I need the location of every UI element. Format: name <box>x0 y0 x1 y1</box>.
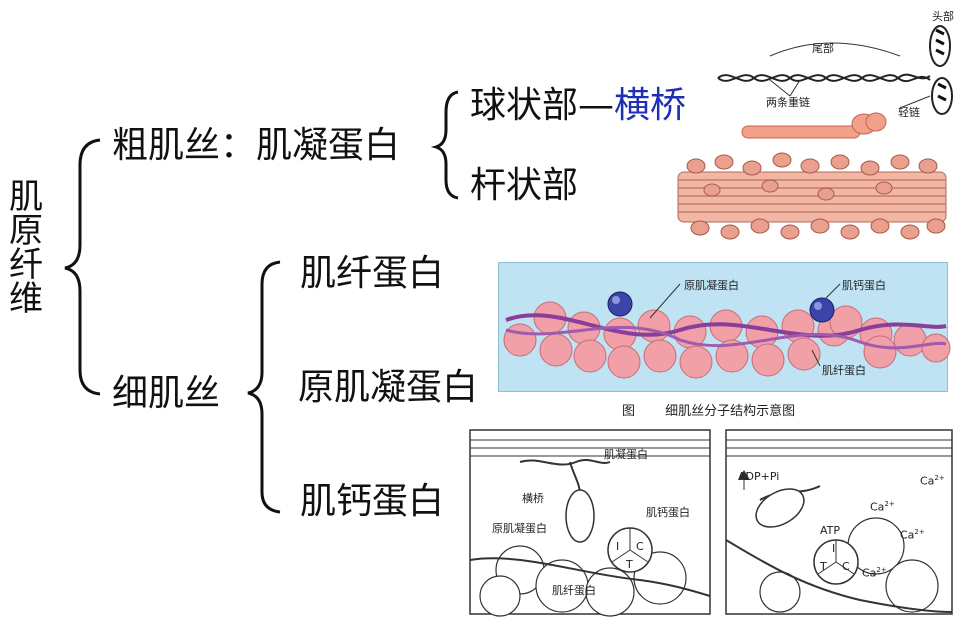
ion-charge: 2+ <box>934 474 945 482</box>
root-label-char: 纤 <box>9 245 43 285</box>
dash-text: — <box>578 85 615 126</box>
mech-right-subunit-i: I <box>832 542 836 555</box>
root-label-char: 肌 <box>9 177 43 217</box>
thin-fig-actin-label: 肌纤蛋白 <box>822 364 866 377</box>
thin-fig-troponin-label: 肌钙蛋白 <box>842 279 886 292</box>
mech-right-atp-label: ATP <box>820 524 841 537</box>
caption-text: 细肌丝分子结构示意图 <box>665 404 796 419</box>
ion-charge: 2+ <box>914 528 925 536</box>
thick-brace <box>430 90 459 200</box>
mech-left-tropomyosin-label: 原肌凝蛋白 <box>492 522 547 535</box>
mech-left-actin-label: 肌纤蛋白 <box>552 584 596 597</box>
heavy-chains-label: 两条重链 <box>766 96 810 109</box>
light-chain-label: 轻链 <box>898 106 920 119</box>
ion-symbol: Ca <box>920 474 935 488</box>
head-label: 头部 <box>932 10 954 23</box>
thick-filament-label: 粗肌丝：肌凝蛋白 <box>112 125 401 166</box>
tropomyosin-label: 原肌凝蛋白 <box>298 367 479 408</box>
root-brace <box>64 138 101 396</box>
rod-part-label: 杆状部 <box>470 165 579 206</box>
ion-symbol: Ca <box>870 500 885 514</box>
thin-fig-caption: 图 细肌丝分子结构示意图 <box>622 400 795 419</box>
mech-left-subunit-t: T <box>626 558 633 571</box>
troponin-label: 肌钙蛋白 <box>300 481 445 522</box>
root-label: 肌原纤维 <box>6 180 46 316</box>
crossbridge-text: 横桥 <box>614 85 687 126</box>
mech-right-ion-4: Ca2+ <box>862 566 887 580</box>
mech-left-crossbridge-label: 横桥 <box>522 492 544 505</box>
mech-right-adp-label: ADP+Pi <box>738 470 780 483</box>
mech-left-top-label: 肌凝蛋白 <box>604 448 648 461</box>
mech-right-ion-3: Ca2+ <box>900 528 925 542</box>
mech-right-subunit-t: T <box>820 560 827 573</box>
mech-left-subunit-c: C <box>636 540 644 553</box>
thin-fig-tropomyosin-label: 原肌凝蛋白 <box>684 279 739 292</box>
mech-left-troponin-label: 肌钙蛋白 <box>646 506 690 519</box>
ion-symbol: Ca <box>900 528 915 542</box>
mech-right-ion-2: Ca2+ <box>870 500 895 514</box>
mech-right-subunit-c: C <box>842 560 850 573</box>
root-label-char: 原 <box>9 211 43 251</box>
ion-symbol: Ca <box>862 566 877 580</box>
ion-charge: 2+ <box>884 500 895 508</box>
mech-left-subunit-i: I <box>616 540 620 553</box>
thin-filament-label: 细肌丝 <box>112 373 221 414</box>
thin-brace <box>247 260 281 514</box>
globular-part-text: 球状部 <box>470 85 579 126</box>
mech-right-ion-1: Ca2+ <box>920 474 945 488</box>
globular-part-label: 球状部—横桥 <box>470 88 686 124</box>
ion-charge: 2+ <box>876 566 887 574</box>
caption-prefix: 图 <box>622 404 636 419</box>
root-label-text: 肌原纤维 <box>6 180 46 316</box>
actin-label: 肌纤蛋白 <box>300 253 445 294</box>
root-label-char: 维 <box>9 279 43 319</box>
tail-label: 尾部 <box>812 42 834 55</box>
